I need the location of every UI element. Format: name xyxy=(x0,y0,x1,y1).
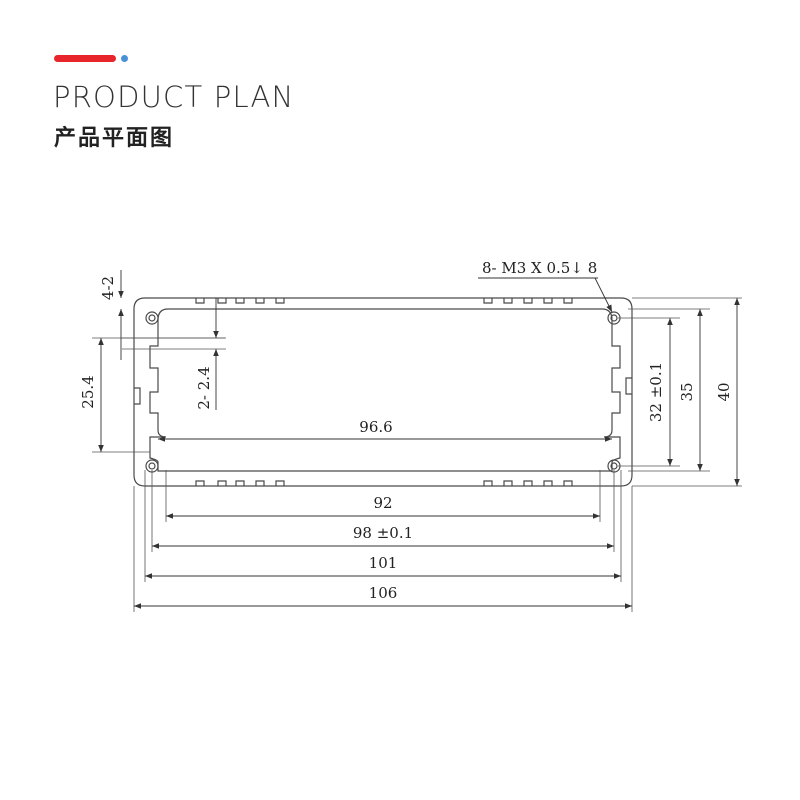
dim-text-106: 106 xyxy=(369,584,398,602)
profile-inner-wall-right xyxy=(601,308,621,472)
bottom-rib-teeth xyxy=(195,480,573,486)
dim-text-2-2-4: 2- 2.4 xyxy=(195,366,213,409)
leader-line-thread xyxy=(594,277,613,313)
dim-text-32: 32 ±0.1 xyxy=(647,362,665,422)
thread-note: 8- M3 X 0.5↓ 8 xyxy=(482,259,597,277)
accent-dot-blue xyxy=(121,55,128,62)
dim-text-92: 92 xyxy=(373,494,392,512)
extension-lines xyxy=(92,297,742,612)
dimension-lines xyxy=(98,270,740,609)
dim-text-40: 40 xyxy=(715,382,733,401)
accent-bar-red xyxy=(54,55,116,62)
screw-hole-top-left xyxy=(145,311,159,325)
profile-inner-wall-left xyxy=(149,308,169,472)
dim-text-96-6: 96.6 xyxy=(359,418,392,436)
side-slot-right xyxy=(625,377,632,395)
side-slot-left xyxy=(134,387,141,405)
page-title-english: PRODUCT PLAN xyxy=(53,80,295,114)
dim-text-35: 35 xyxy=(678,382,696,401)
top-rib-teeth xyxy=(195,298,573,304)
page-title-chinese: 产品平面图 xyxy=(54,126,175,151)
profile-inner-cavity xyxy=(168,308,602,472)
dim-text-101: 101 xyxy=(369,554,398,572)
dim-text-98: 98 ±0.1 xyxy=(353,524,413,542)
dim-text-4-2: 4-2 xyxy=(99,276,117,300)
dim-text-25-4: 25.4 xyxy=(79,375,97,408)
